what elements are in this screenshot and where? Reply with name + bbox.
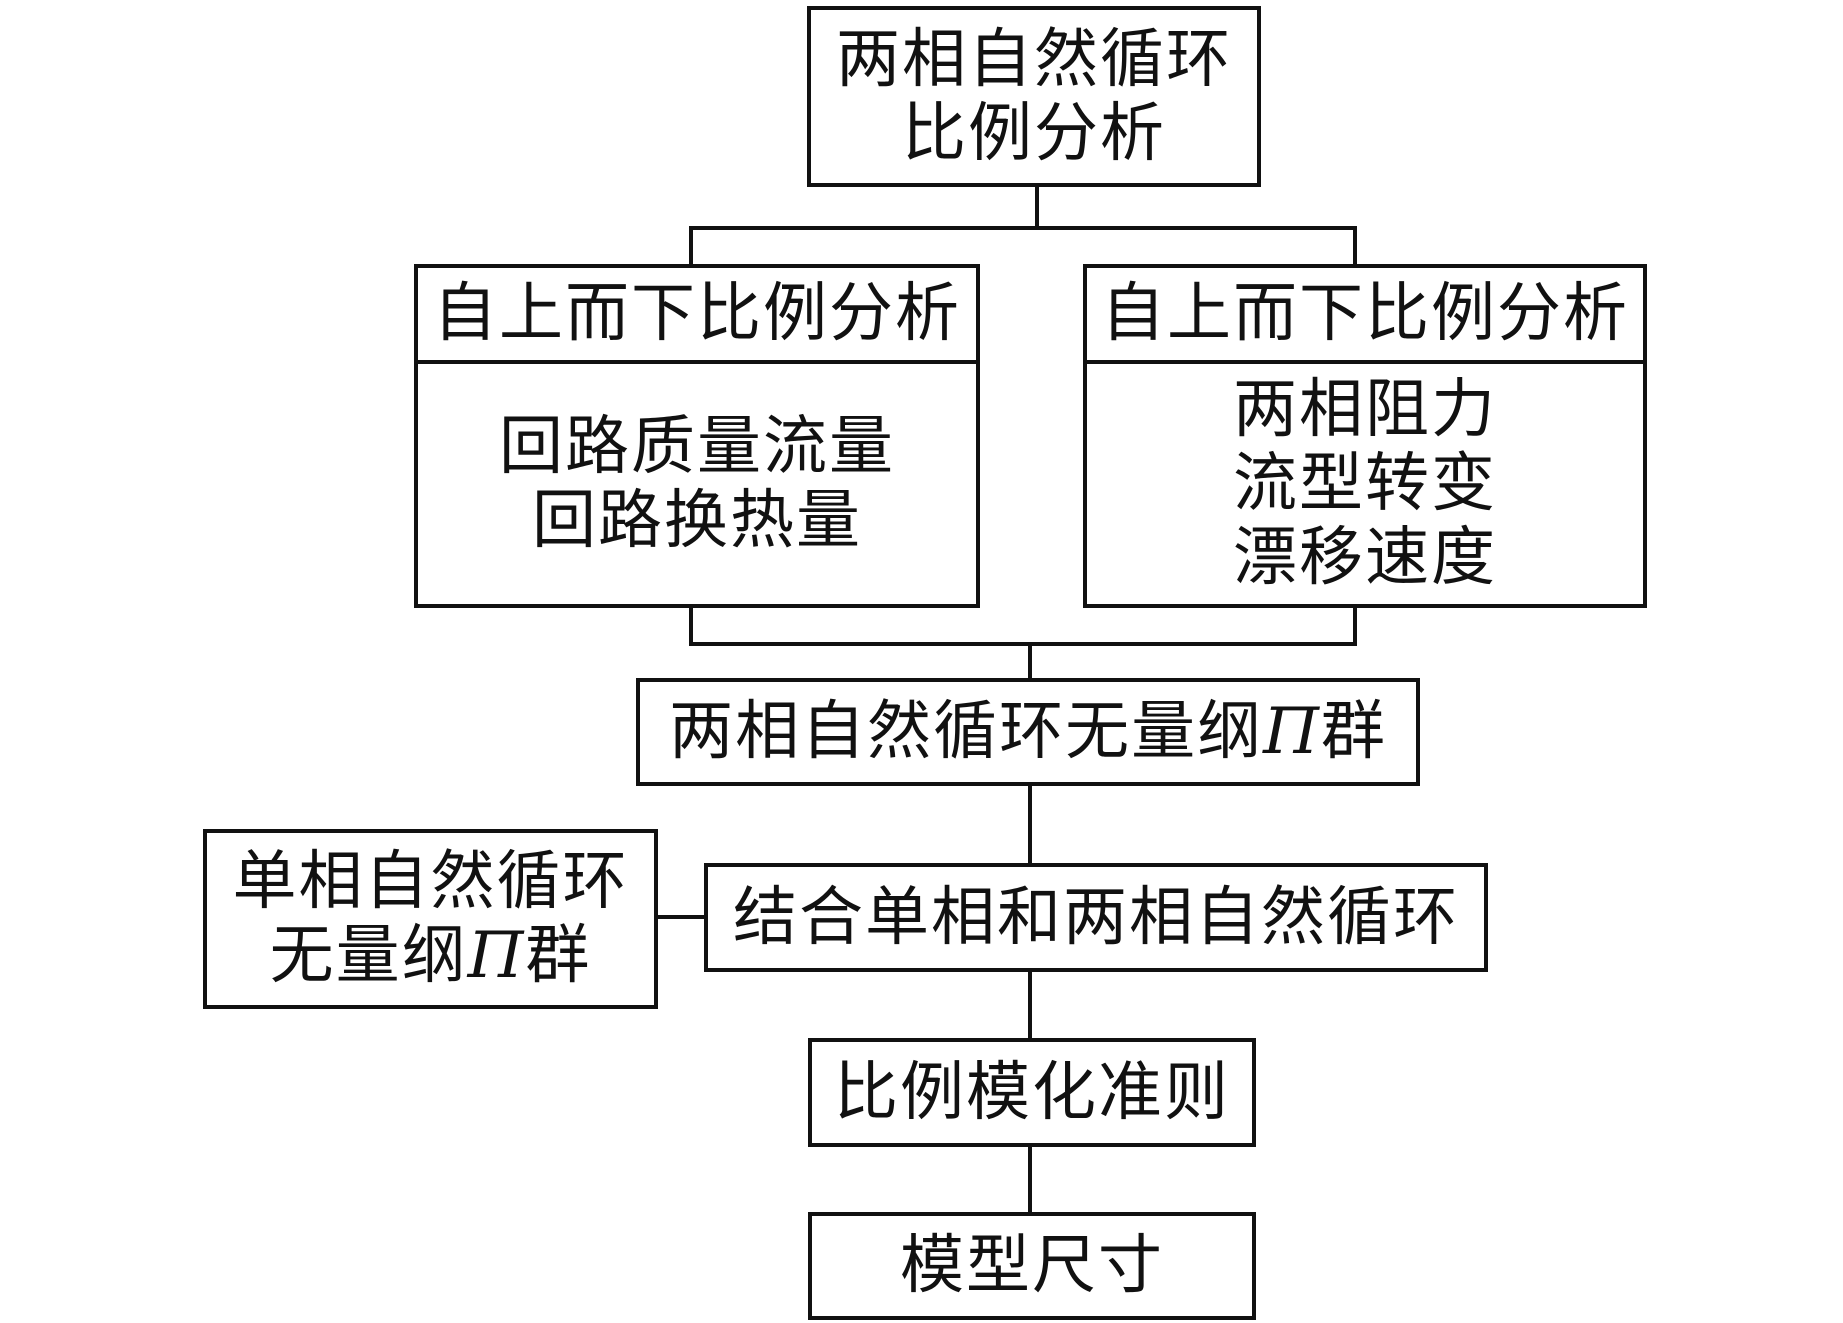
connector-single-to-combine — [655, 915, 708, 919]
connector-merge-horizontal — [689, 642, 1357, 646]
root-line-1: 两相自然循环 — [836, 22, 1232, 97]
two-phase-pi-groups-node: 两相自然循环无量纲Π群 — [636, 678, 1420, 786]
left-item-2: 回路换热量 — [532, 484, 862, 558]
pi-prefix: 两相自然循环无量纲 — [669, 695, 1264, 769]
right-item-1: 两相阻力 — [1233, 373, 1497, 447]
combine-node: 结合单相和两相自然循环 — [704, 863, 1488, 972]
connector-to-right — [1353, 226, 1357, 268]
connector-pi-to-combine — [1028, 783, 1032, 867]
pi-symbol: Π — [1263, 695, 1321, 769]
model-size-text: 模型尺寸 — [900, 1229, 1164, 1303]
connector-criteria-to-size — [1028, 1144, 1032, 1216]
single-pi-symbol: Π — [467, 919, 526, 993]
right-header-text: 自上而下比例分析 — [1101, 277, 1629, 351]
single-pi-suffix: 群 — [525, 919, 592, 993]
single-pi-prefix: 无量纲 — [269, 919, 468, 993]
connector-right-down — [1353, 604, 1357, 646]
connector-to-left — [689, 226, 693, 268]
right-analysis-node: 自上而下比例分析 两相阻力 流型转变 漂移速度 — [1083, 264, 1647, 608]
left-analysis-body: 回路质量流量 回路换热量 — [418, 364, 976, 604]
right-item-2: 流型转变 — [1233, 447, 1497, 521]
connector-root-down — [1035, 183, 1039, 229]
single-phase-line-1: 单相自然循环 — [232, 845, 629, 919]
two-phase-pi-text: 两相自然循环无量纲Π群 — [669, 695, 1387, 769]
pi-suffix: 群 — [1320, 695, 1387, 769]
model-size-node: 模型尺寸 — [808, 1212, 1256, 1320]
combine-text: 结合单相和两相自然循环 — [733, 880, 1459, 955]
left-analysis-node: 自上而下比例分析 回路质量流量 回路换热量 — [414, 264, 980, 608]
root-line-2: 比例分析 — [902, 96, 1166, 171]
scaling-criteria-node: 比例模化准则 — [808, 1038, 1256, 1147]
right-analysis-body: 两相阻力 流型转变 漂移速度 — [1087, 364, 1643, 604]
left-item-1: 回路质量流量 — [499, 410, 895, 484]
left-analysis-header: 自上而下比例分析 — [418, 268, 976, 364]
single-phase-pi-node: 单相自然循环 无量纲Π群 — [203, 829, 658, 1009]
connector-split-horizontal — [689, 226, 1357, 230]
connector-merge-down — [1028, 642, 1032, 682]
right-analysis-header: 自上而下比例分析 — [1087, 268, 1643, 364]
root-node: 两相自然循环 比例分析 — [807, 6, 1261, 187]
connector-combine-to-criteria — [1028, 968, 1032, 1042]
right-item-3: 漂移速度 — [1233, 521, 1497, 595]
left-header-text: 自上而下比例分析 — [433, 277, 961, 351]
single-phase-line-2: 无量纲Π群 — [270, 919, 592, 993]
criteria-text: 比例模化准则 — [834, 1055, 1230, 1130]
connector-left-down — [689, 604, 693, 646]
